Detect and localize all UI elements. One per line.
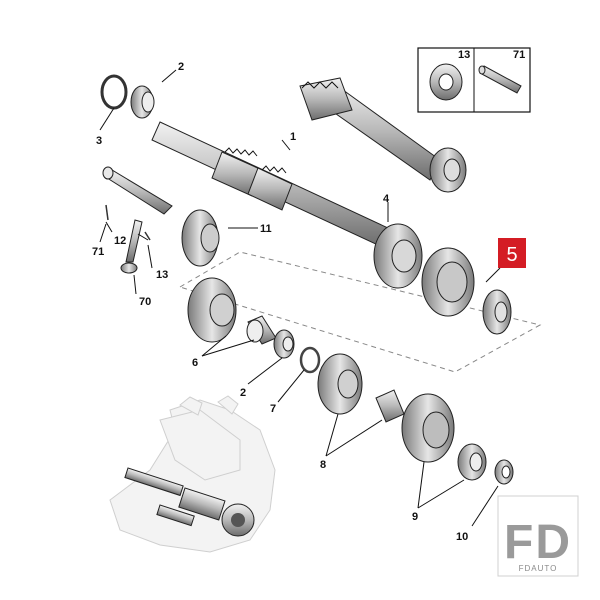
synchro-hub	[421, 247, 475, 317]
washer-7	[299, 346, 321, 374]
gear-11	[181, 209, 220, 267]
layshaft-pin	[102, 166, 173, 241]
label-6: 6	[192, 357, 198, 369]
label-9: 9	[412, 511, 418, 523]
label-11: 11	[260, 223, 272, 235]
output-shaft	[299, 77, 467, 193]
label-13: 13	[156, 269, 168, 281]
inset-pin	[478, 65, 522, 94]
input-shaft	[151, 121, 389, 247]
inset-washer	[429, 63, 463, 101]
label-7: 7	[270, 403, 276, 415]
logo-mark: FD	[504, 516, 572, 569]
label-8: 8	[320, 459, 326, 471]
label-4: 4	[383, 193, 390, 205]
ring-10	[494, 459, 514, 485]
logo-caption: FDAUTO	[519, 564, 558, 573]
gear-6	[187, 277, 237, 343]
bolt	[120, 219, 143, 274]
fdauto-logo: FD FDAUTO	[497, 495, 579, 577]
label-1: 1	[290, 131, 296, 143]
highlight-badge: 5	[485, 238, 526, 283]
gear-4	[373, 223, 423, 289]
bushing	[246, 315, 277, 345]
label-71-inset: 71	[513, 49, 525, 61]
gearbox-housing-ghost	[109, 395, 276, 553]
inset-panel: 13 71	[417, 47, 531, 113]
label-2-middle: 2	[240, 387, 246, 399]
snap-ring	[100, 74, 128, 110]
part-labels: 2 3 1 4 11 12 71 13 70 6 2 7 8 9 10	[92, 61, 468, 543]
bearing-9	[457, 443, 487, 481]
label-70: 70	[139, 296, 151, 308]
bearing-middle	[273, 329, 295, 359]
subassembly-outline	[178, 251, 542, 373]
pinion-gear-5	[482, 289, 512, 335]
sleeve	[375, 389, 405, 423]
gear-9	[401, 393, 455, 463]
label-10: 10	[456, 531, 468, 543]
label-2-top: 2	[178, 61, 184, 73]
highlight-badge-label: 5	[506, 244, 517, 266]
label-13-inset: 13	[458, 49, 470, 61]
label-3: 3	[96, 135, 102, 147]
label-12: 12	[114, 235, 126, 247]
leader-lines	[99, 69, 499, 527]
bearing-top	[130, 85, 155, 119]
label-71: 71	[92, 246, 104, 258]
gear-8	[317, 353, 363, 415]
